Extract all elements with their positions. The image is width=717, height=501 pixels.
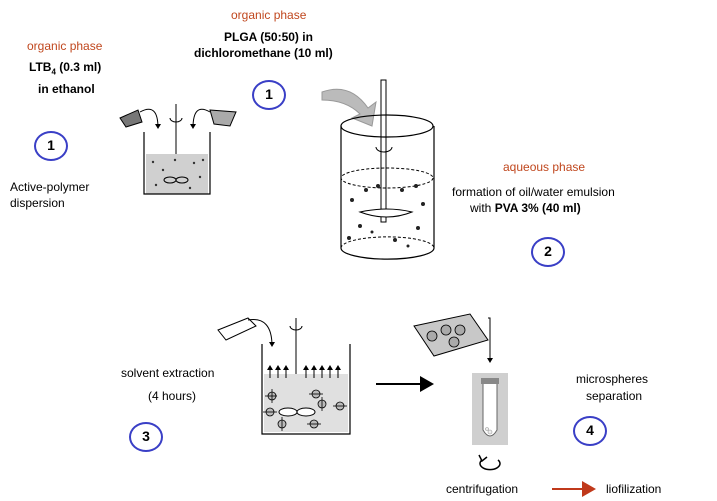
ltb-subscript: 4	[51, 67, 56, 77]
active-polymer-label: Active-polymer	[10, 180, 90, 194]
ltb-volume: (0.3 ml)	[55, 60, 102, 74]
dispersion-label: dispersion	[10, 196, 65, 210]
pva-prefix: with	[470, 201, 495, 215]
centrifugation-rotate-icon	[478, 454, 501, 471]
microspheres-dish-icon	[413, 313, 493, 363]
emulsion-vessel-icon	[321, 79, 435, 260]
organic-phase-label-left: organic phase	[27, 39, 103, 53]
pva-label: with PVA 3% (40 ml)	[470, 201, 581, 216]
ltb-name: LTB	[29, 60, 52, 74]
step-1-badge-left: 1	[34, 131, 68, 161]
step-4-badge: 4	[573, 416, 607, 446]
solvent-extraction-beaker-icon	[217, 317, 351, 435]
plga-label: PLGA (50:50) in	[224, 30, 313, 44]
step-3-badge: 3	[129, 422, 163, 452]
centrifugation-label: centrifugation	[446, 482, 519, 496]
organic-phase-label-top: organic phase	[231, 8, 307, 22]
duration-label: (4 hours)	[148, 389, 197, 403]
ltb-amount-label: LTB4 (0.3 ml)	[29, 60, 101, 79]
solvent-extraction-label: solvent extraction	[121, 366, 215, 380]
step-2-badge: 2	[531, 237, 565, 267]
pva-amount: PVA 3% (40 ml)	[494, 201, 581, 215]
separation-label: separation	[586, 389, 643, 403]
microspheres-label: microspheres	[576, 372, 649, 386]
liofilization-label: liofilization	[606, 482, 662, 496]
ethanol-label: in ethanol	[38, 82, 95, 96]
emulsion-label: formation of oil/water emulsion	[452, 185, 615, 199]
aqueous-phase-label: aqueous phase	[503, 160, 586, 174]
dispersion-beaker-icon	[119, 104, 237, 195]
step-1-badge-top: 1	[252, 80, 286, 110]
centrifuge-tube-icon	[472, 373, 508, 445]
dichloromethane-label: dichloromethane (10 ml)	[194, 46, 333, 60]
